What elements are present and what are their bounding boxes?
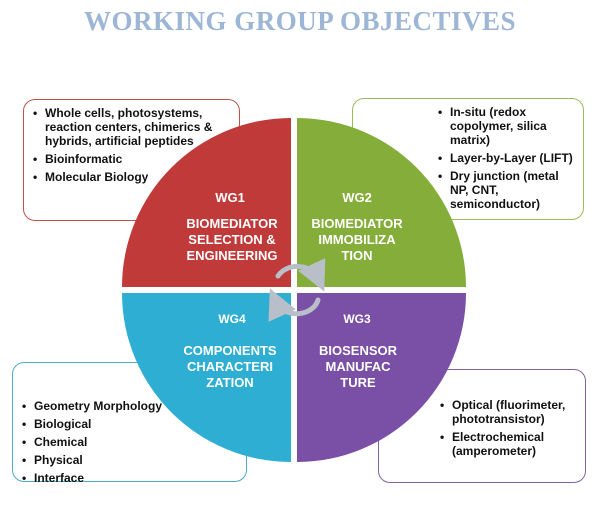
- wg3-objective-item: Optical (fluorimeter, phototransistor): [439, 398, 579, 426]
- wg1-objective-item: Whole cells, photosystems, reaction cent…: [32, 106, 233, 148]
- wg3-label: WG3: [343, 312, 371, 326]
- wg2-title-line: TION: [341, 248, 372, 263]
- wg1-quadrant: [122, 118, 291, 287]
- cycle-arrows-icon: [268, 258, 326, 322]
- wg4-objective-item: Interface: [21, 471, 240, 485]
- wg4-objective-item: Biological: [21, 417, 240, 431]
- wg4-quadrant: [122, 293, 291, 462]
- wg1-objective-item: Bioinformatic: [32, 152, 233, 166]
- wg1-label: WG1: [215, 190, 245, 205]
- wg2-title-line: IMMOBILIZA: [318, 232, 396, 247]
- wg1-title-line: SELECTION &: [188, 232, 275, 247]
- wg2-quadrant: [297, 118, 466, 287]
- wg1-title-line: ENGINEERING: [186, 248, 277, 263]
- wg1-objective-item: Molecular Biology: [32, 170, 233, 184]
- wg3-quadrant: [297, 293, 466, 462]
- wg2-label: WG2: [342, 190, 372, 205]
- wg4-objectives-box: Geometry Morphology Biological Chemical …: [12, 362, 247, 485]
- wg4-label: WG4: [218, 312, 246, 326]
- wg4-title-line: ZATION: [206, 375, 253, 390]
- wg2-objective-item: Layer-by-Layer (LIFT): [437, 151, 577, 165]
- wg4-title-line: COMPONENTS: [183, 343, 277, 358]
- wg4-objective-item: Geometry Morphology: [21, 399, 240, 413]
- wg3-objective-item: Electrochemical (amperometer): [439, 430, 579, 458]
- page-title: WORKING GROUP OBJECTIVES: [83, 6, 517, 36]
- wg3-title-line: MANUFAC: [326, 359, 392, 374]
- wg2-objective-item: In-situ (redox copolymer, silica matrix): [437, 105, 577, 147]
- wg2-title-line: BIOMEDIATOR: [311, 216, 403, 231]
- wg3-title-line: BIOSENSOR: [319, 343, 398, 358]
- wg4-title-line: CHARACTERI: [187, 359, 273, 374]
- wg4-objective-item: Physical: [21, 453, 240, 467]
- wg2-objective-item: Dry junction (metal NP, CNT, semiconduct…: [437, 169, 577, 211]
- wg1-title-line: BIOMEDIATOR: [186, 216, 278, 231]
- wg3-title-line: TURE: [340, 375, 376, 390]
- wg4-objective-item: Chemical: [21, 435, 240, 449]
